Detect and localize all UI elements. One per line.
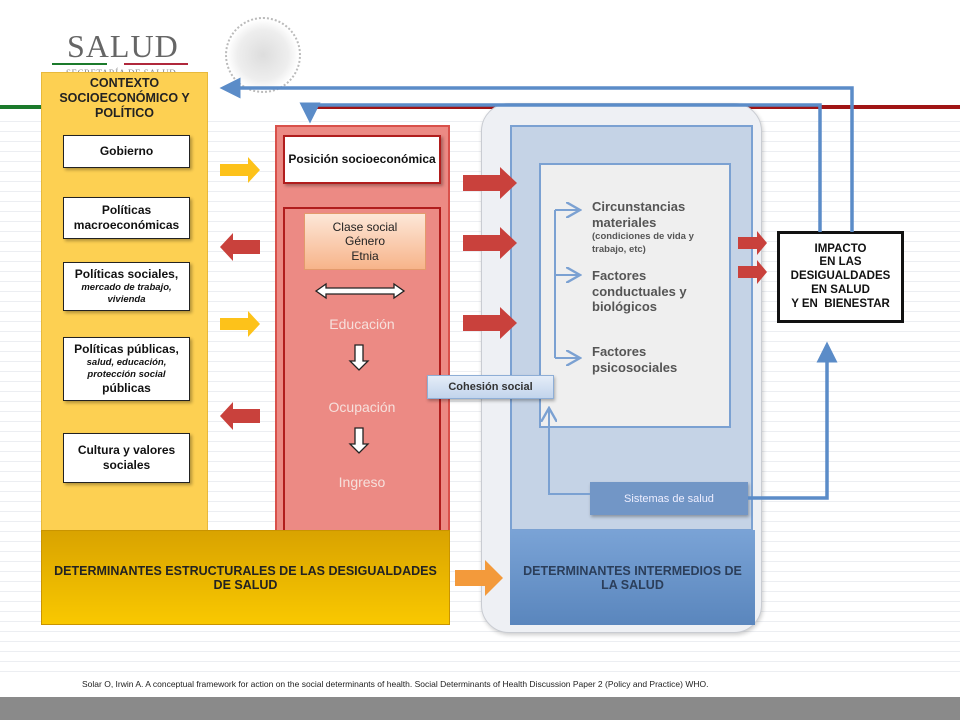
red-right-arrows (463, 167, 767, 339)
box-macroeconomic-policies: Políticas macroeconómicas (63, 197, 190, 239)
orange-structural-to-intermediate-arrow (455, 560, 503, 596)
ladder-income: Ingreso (338, 474, 386, 490)
yellow-right-arrows (220, 157, 260, 337)
logo-red-stripe (124, 63, 188, 65)
ladder-education: Educación (329, 316, 395, 332)
ladder-occupation: Ocupación (328, 399, 396, 415)
ladder-arrows (314, 282, 406, 454)
social-cohesion-box: Cohesión social (427, 375, 554, 399)
citation: Solar O, Irwin A. A conceptual framework… (82, 679, 709, 689)
factor-bracket (554, 209, 578, 359)
structural-determinants-banner: DETERMINANTES ESTRUCTURALES DE LAS DESIG… (41, 530, 450, 625)
feedback-arrow-to-context (219, 77, 854, 232)
feedback-arrow-to-position (299, 102, 822, 232)
box-public-policies: Políticas públicas,salud, educación, pro… (63, 337, 190, 401)
item-psychosocial-factors: Factores psicosociales (592, 344, 678, 375)
box-gobierno: Gobierno (63, 135, 190, 168)
position-title-box: Posición socioeconómica (283, 135, 441, 184)
socioeconomic-position-column (275, 125, 450, 532)
green-header-line (0, 105, 45, 109)
red-left-arrows (220, 233, 260, 430)
logo-green-stripe (52, 63, 107, 65)
box-culture-values: Cultura y valores sociales (63, 433, 190, 483)
item-material-circumstances: Circunstancias materiales(condiciones de… (592, 199, 694, 256)
health-system-to-impact-arrow (748, 341, 838, 500)
health-system-box: Sistemas de salud (590, 482, 748, 515)
intermediate-factors-box (539, 163, 731, 428)
item-behavioral-factors: Factores conductuales y biológicos (592, 268, 687, 315)
context-title: CONTEXTO SOCIOECONÓMICO Y POLÍTICO (59, 76, 190, 120)
footer-bar (0, 697, 960, 720)
intermediate-determinants-banner: DETERMINANTES INTERMEDIOS DE LA SALUD (510, 530, 755, 625)
salud-logo: SALUD (67, 28, 179, 64)
cohesion-system-link (548, 420, 590, 495)
box-social-policies: Políticas sociales,mercado de trabajo, v… (63, 262, 190, 311)
